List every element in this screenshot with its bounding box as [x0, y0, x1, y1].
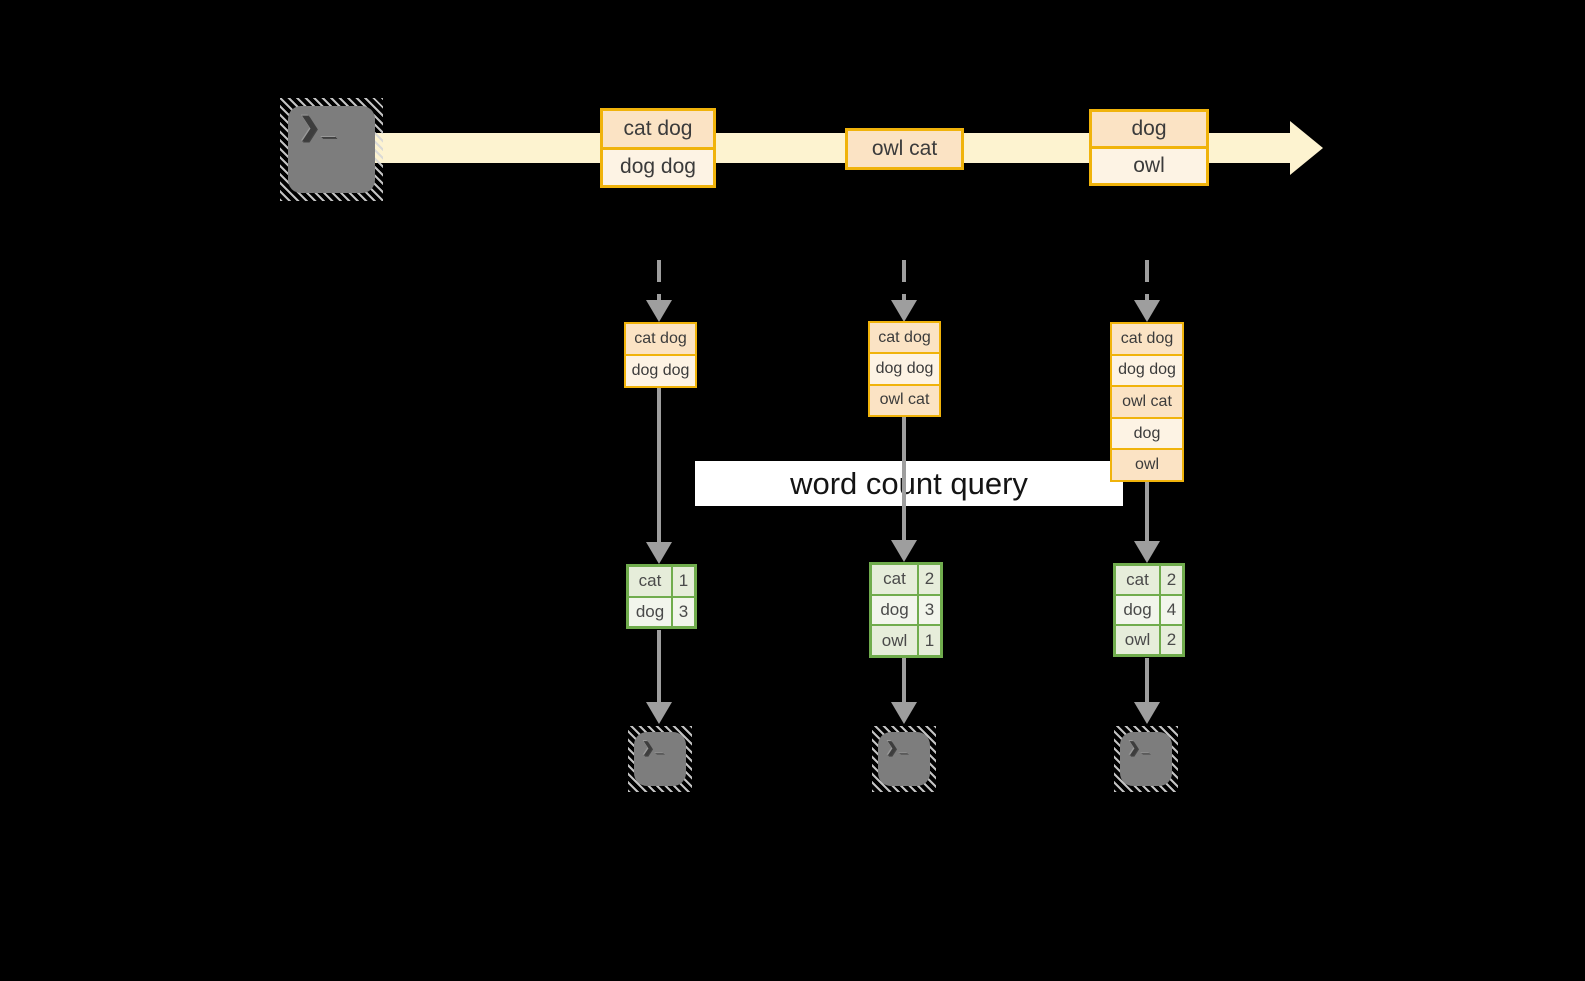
- word-cell: dog: [629, 597, 671, 626]
- table-row: cat 2: [872, 565, 940, 594]
- terminal-window: ❯_: [634, 732, 686, 786]
- stream-event: cat dog: [603, 111, 713, 147]
- buffered-event: dog dog: [1112, 355, 1182, 386]
- word-count-table-3: cat 2 dog 4 owl 2: [1113, 563, 1185, 657]
- result-arrowhead-icon: [891, 702, 917, 724]
- buffered-events-box-1: cat dog dog dog: [624, 322, 697, 388]
- count-cell: 3: [919, 595, 940, 625]
- result-arrow-shaft: [1145, 658, 1149, 702]
- drop-arrowhead-icon: [1134, 300, 1160, 322]
- word-cell: cat: [872, 565, 917, 594]
- table-row: owl 2: [1116, 626, 1182, 654]
- word-cell: cat: [629, 567, 671, 596]
- word-cell: dog: [1116, 596, 1159, 624]
- table-row: dog 3: [629, 597, 694, 626]
- drop-arrowhead-icon: [891, 300, 917, 322]
- consumer-terminal-icon-3: ❯_: [1114, 726, 1178, 792]
- buffered-event: owl: [1112, 450, 1182, 480]
- terminal-prompt-icon: ❯_: [886, 739, 910, 755]
- terminal-window: ❯_: [1120, 732, 1172, 786]
- table-row: cat 2: [1116, 566, 1182, 594]
- result-arrowhead-icon: [646, 702, 672, 724]
- count-cell: 4: [1161, 596, 1182, 624]
- stream-event: owl cat: [848, 131, 961, 167]
- buffered-event: cat dog: [626, 324, 695, 354]
- query-arrowhead-icon: [646, 542, 672, 564]
- table-row: owl 1: [872, 626, 940, 656]
- drop-arrow-shaft: [902, 260, 906, 300]
- consumer-terminal-icon-2: ❯_: [872, 726, 936, 792]
- terminal-window: ❯_: [878, 732, 930, 786]
- buffered-event: cat dog: [870, 323, 939, 353]
- word-cell: cat: [1116, 566, 1159, 594]
- table-row: dog 3: [872, 595, 940, 625]
- word-count-table-1: cat 1 dog 3: [626, 564, 697, 629]
- query-label: word count query: [790, 465, 1028, 501]
- query-arrow-shaft: [657, 388, 661, 542]
- buffered-event: dog dog: [870, 354, 939, 384]
- buffered-event: owl cat: [1112, 387, 1182, 417]
- terminal-prompt-icon: ❯_: [1128, 739, 1152, 755]
- count-cell: 2: [1161, 626, 1182, 654]
- buffered-event: dog: [1112, 418, 1182, 449]
- buffered-event: dog dog: [626, 356, 695, 386]
- result-arrowhead-icon: [1134, 702, 1160, 724]
- stream-arrowhead-icon: [1290, 121, 1323, 175]
- stream-event-group-3: dog owl: [1089, 109, 1209, 186]
- word-cell: owl: [1116, 626, 1159, 654]
- query-arrowhead-icon: [891, 540, 917, 562]
- buffered-event: cat dog: [1112, 324, 1182, 354]
- word-count-table-2: cat 2 dog 3 owl 1: [869, 562, 943, 658]
- word-cell: owl: [872, 626, 917, 656]
- stream-event: dog dog: [603, 149, 713, 185]
- result-arrow-shaft: [657, 630, 661, 702]
- count-cell: 3: [673, 597, 694, 626]
- drop-arrowhead-icon: [646, 300, 672, 322]
- stream-event-group-2: owl cat: [845, 128, 964, 170]
- result-arrow-shaft: [902, 658, 906, 702]
- count-cell: 1: [673, 567, 694, 596]
- query-arrow-shaft: [1145, 482, 1149, 541]
- count-cell: 2: [1161, 566, 1182, 594]
- query-arrowhead-icon: [1134, 541, 1160, 563]
- drop-arrow-shaft: [657, 260, 661, 300]
- drop-arrow-shaft: [1145, 260, 1149, 300]
- word-cell: dog: [872, 595, 917, 625]
- buffered-event: owl cat: [870, 385, 939, 415]
- word-count-query-banner: word count query: [695, 461, 1123, 506]
- terminal-prompt-icon: ❯_: [642, 739, 666, 755]
- stream-event-group-1: cat dog dog dog: [600, 108, 716, 188]
- stream-event: dog: [1092, 112, 1206, 146]
- table-row: dog 4: [1116, 596, 1182, 624]
- producer-terminal-icon: ❯_: [280, 98, 383, 201]
- query-arrow-shaft: [902, 417, 906, 540]
- count-cell: 1: [919, 626, 940, 656]
- table-row: cat 1: [629, 567, 694, 596]
- consumer-terminal-icon-1: ❯_: [628, 726, 692, 792]
- stream-event: owl: [1092, 149, 1206, 183]
- terminal-prompt-icon: ❯_: [299, 113, 338, 141]
- buffered-events-box-3: cat dog dog dog owl cat dog owl: [1110, 322, 1184, 482]
- terminal-window: ❯_: [288, 106, 375, 193]
- buffered-events-box-2: cat dog dog dog owl cat: [868, 321, 941, 417]
- count-cell: 2: [919, 565, 940, 594]
